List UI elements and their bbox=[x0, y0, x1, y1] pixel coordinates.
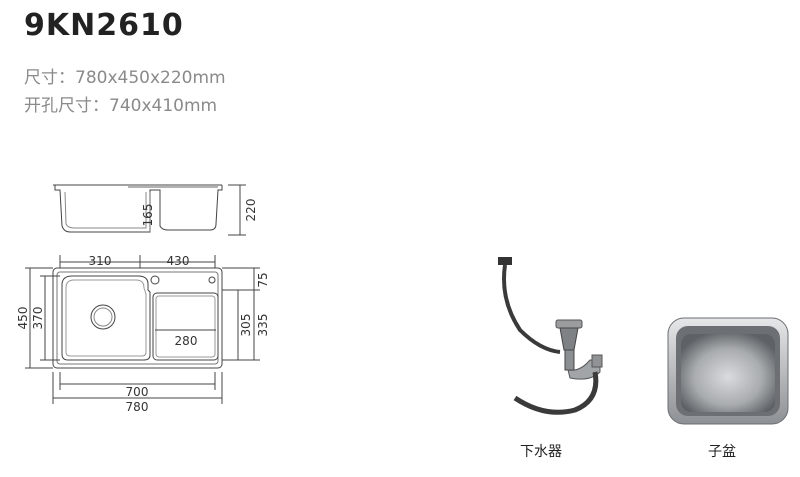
dim-outer-height: 450 bbox=[16, 307, 30, 330]
dim-inner-height: 370 bbox=[31, 307, 45, 330]
dim-right-top: 75 bbox=[256, 272, 270, 287]
dim-top-right: 430 bbox=[167, 254, 190, 268]
dim-outer-width: 780 bbox=[126, 400, 149, 414]
dim-side-depth: 165 bbox=[141, 204, 155, 227]
dim-right-inner: 305 bbox=[239, 314, 253, 337]
sink-basket-image bbox=[667, 317, 789, 425]
cutout-spec: 开孔尺寸：740x410mm bbox=[24, 96, 218, 116]
model-number: 9KN2610 bbox=[24, 8, 184, 43]
dim-top-left: 310 bbox=[89, 254, 112, 268]
drain-caption: 下水器 bbox=[520, 444, 562, 460]
dim-right-total: 335 bbox=[256, 314, 270, 337]
dim-small-width: 280 bbox=[175, 334, 198, 348]
dim-side-height: 220 bbox=[244, 199, 258, 222]
plan-view bbox=[25, 255, 260, 404]
size-spec: 尺寸：780x450x220mm bbox=[24, 68, 226, 88]
side-view bbox=[53, 184, 246, 236]
dim-inner-width: 700 bbox=[126, 385, 149, 399]
basket-caption: 子盆 bbox=[708, 444, 736, 460]
drain-assembly-image bbox=[498, 257, 603, 415]
